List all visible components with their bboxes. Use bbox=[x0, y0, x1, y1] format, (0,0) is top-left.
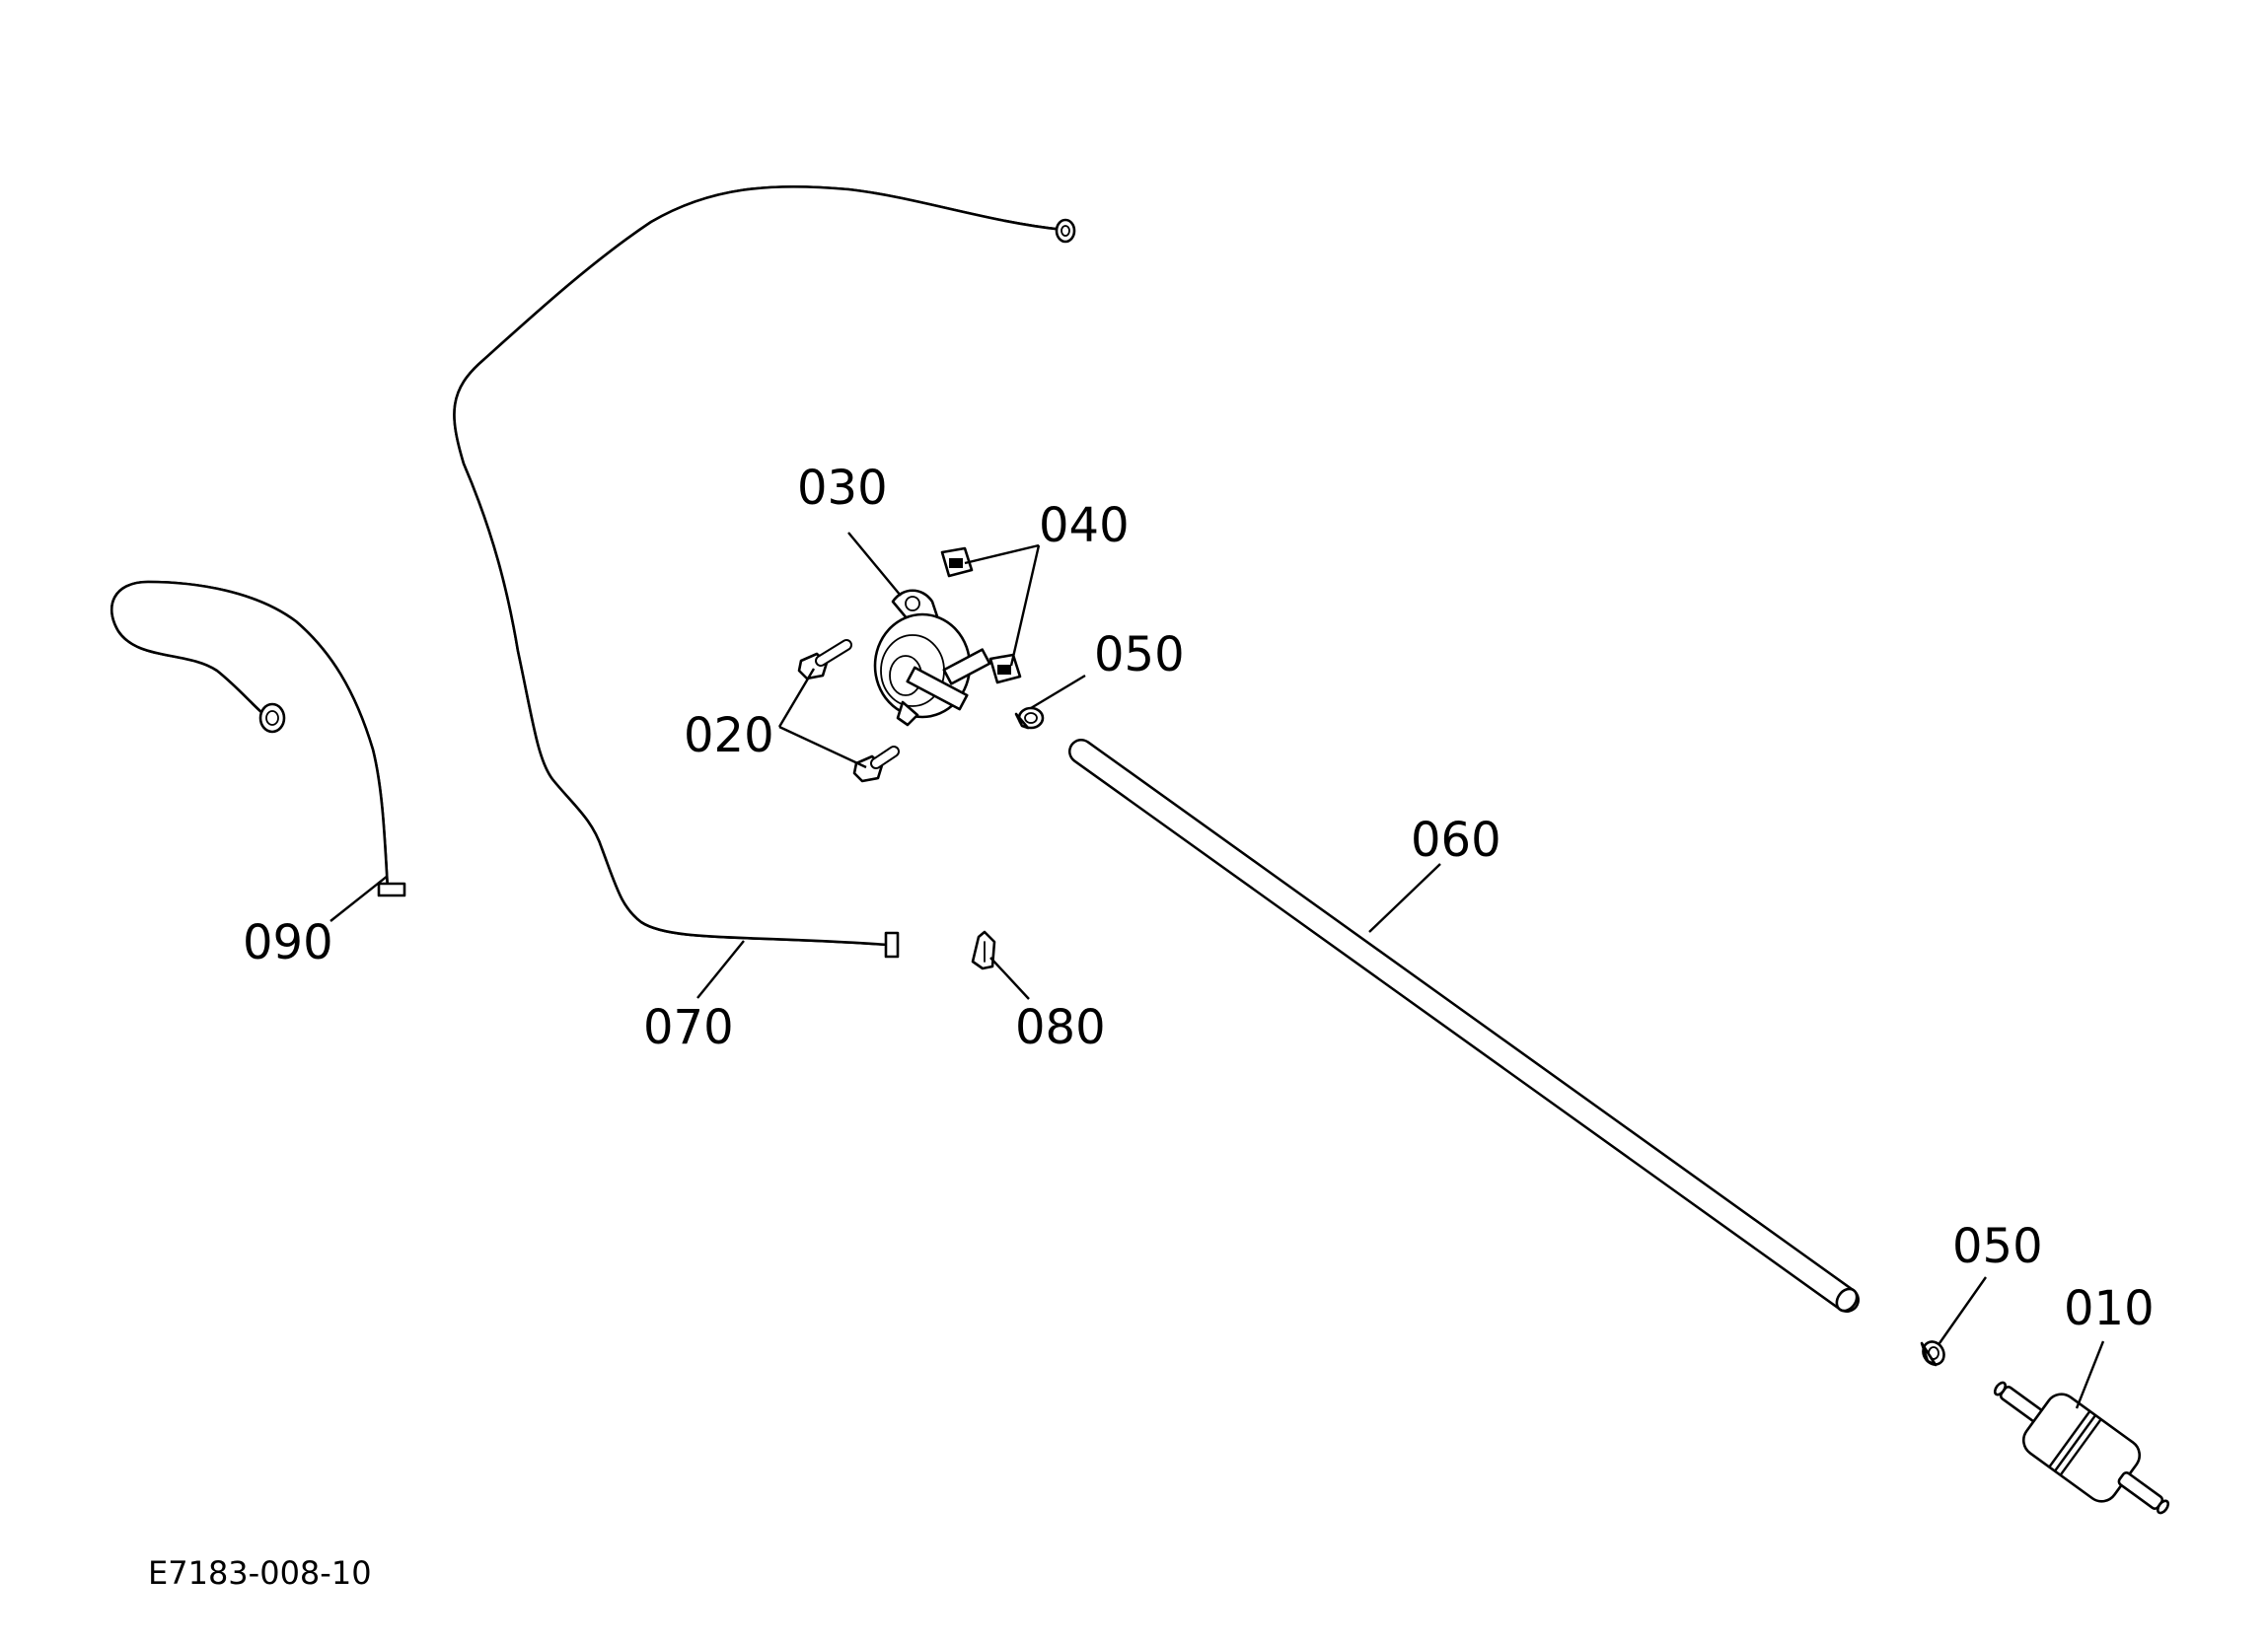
bolt-020-upper[interactable] bbox=[797, 639, 852, 680]
leader-lines bbox=[329, 532, 2105, 1409]
nut-040-upper[interactable] bbox=[940, 546, 974, 578]
callout-090: 090 bbox=[243, 915, 333, 970]
fuel-pump-030[interactable] bbox=[873, 589, 991, 727]
callout-020: 020 bbox=[684, 708, 774, 763]
callout-060: 060 bbox=[1411, 813, 1501, 868]
callout-040: 040 bbox=[1039, 498, 1130, 553]
hose-070[interactable] bbox=[453, 185, 1076, 959]
pipe-060[interactable] bbox=[1068, 739, 1861, 1315]
clamp-050-lower[interactable] bbox=[1919, 1338, 1947, 1369]
clip-080[interactable] bbox=[971, 930, 996, 970]
drawing-code: E7183-008-10 bbox=[148, 1554, 372, 1592]
fuel-filter-010[interactable] bbox=[1977, 1358, 2187, 1537]
callout-030: 030 bbox=[797, 461, 888, 516]
nut-040-lower[interactable] bbox=[988, 653, 1022, 684]
callout-070: 070 bbox=[643, 1000, 734, 1055]
callout-010: 010 bbox=[2064, 1281, 2155, 1336]
callout-050-upper: 050 bbox=[1094, 627, 1185, 682]
bolt-020-lower[interactable] bbox=[852, 746, 900, 783]
clamp-050-upper[interactable] bbox=[1014, 706, 1045, 730]
hose-090[interactable] bbox=[110, 580, 406, 897]
callout-050-lower: 050 bbox=[1952, 1219, 2043, 1274]
callout-080: 080 bbox=[1015, 1000, 1106, 1055]
